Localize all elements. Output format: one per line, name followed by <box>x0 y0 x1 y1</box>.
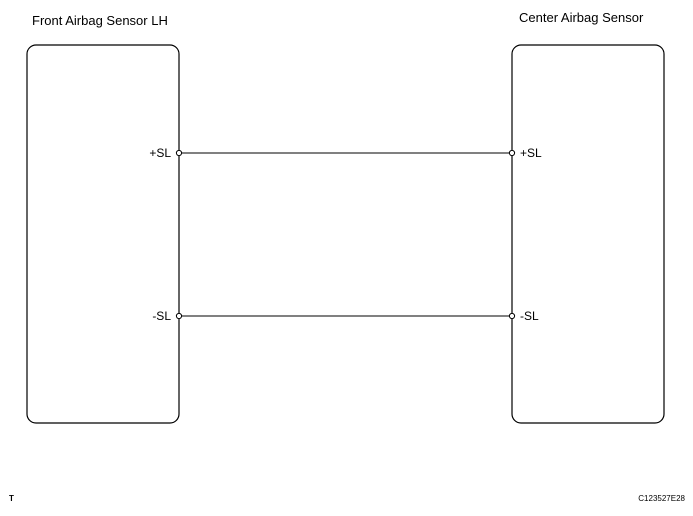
left-terminal-plus-sl <box>175 149 183 157</box>
right-terminal-minus-sl <box>508 312 516 320</box>
right-pin-label-minus-sl: -SL <box>520 309 539 323</box>
left-component-title: Front Airbag Sensor LH <box>32 13 168 28</box>
left-pin-label-plus-sl: +SL <box>149 146 171 160</box>
left-terminal-minus-sl <box>175 312 183 320</box>
right-terminal-plus-sl <box>508 149 516 157</box>
right-component-box <box>511 44 665 424</box>
right-pin-label-plus-sl: +SL <box>520 146 542 160</box>
figure-code: C123527E28 <box>638 494 685 503</box>
corner-mark: T <box>9 494 14 503</box>
right-component-title: Center Airbag Sensor <box>519 10 644 25</box>
left-pin-label-minus-sl: -SL <box>152 309 171 323</box>
left-component-box <box>26 44 180 424</box>
